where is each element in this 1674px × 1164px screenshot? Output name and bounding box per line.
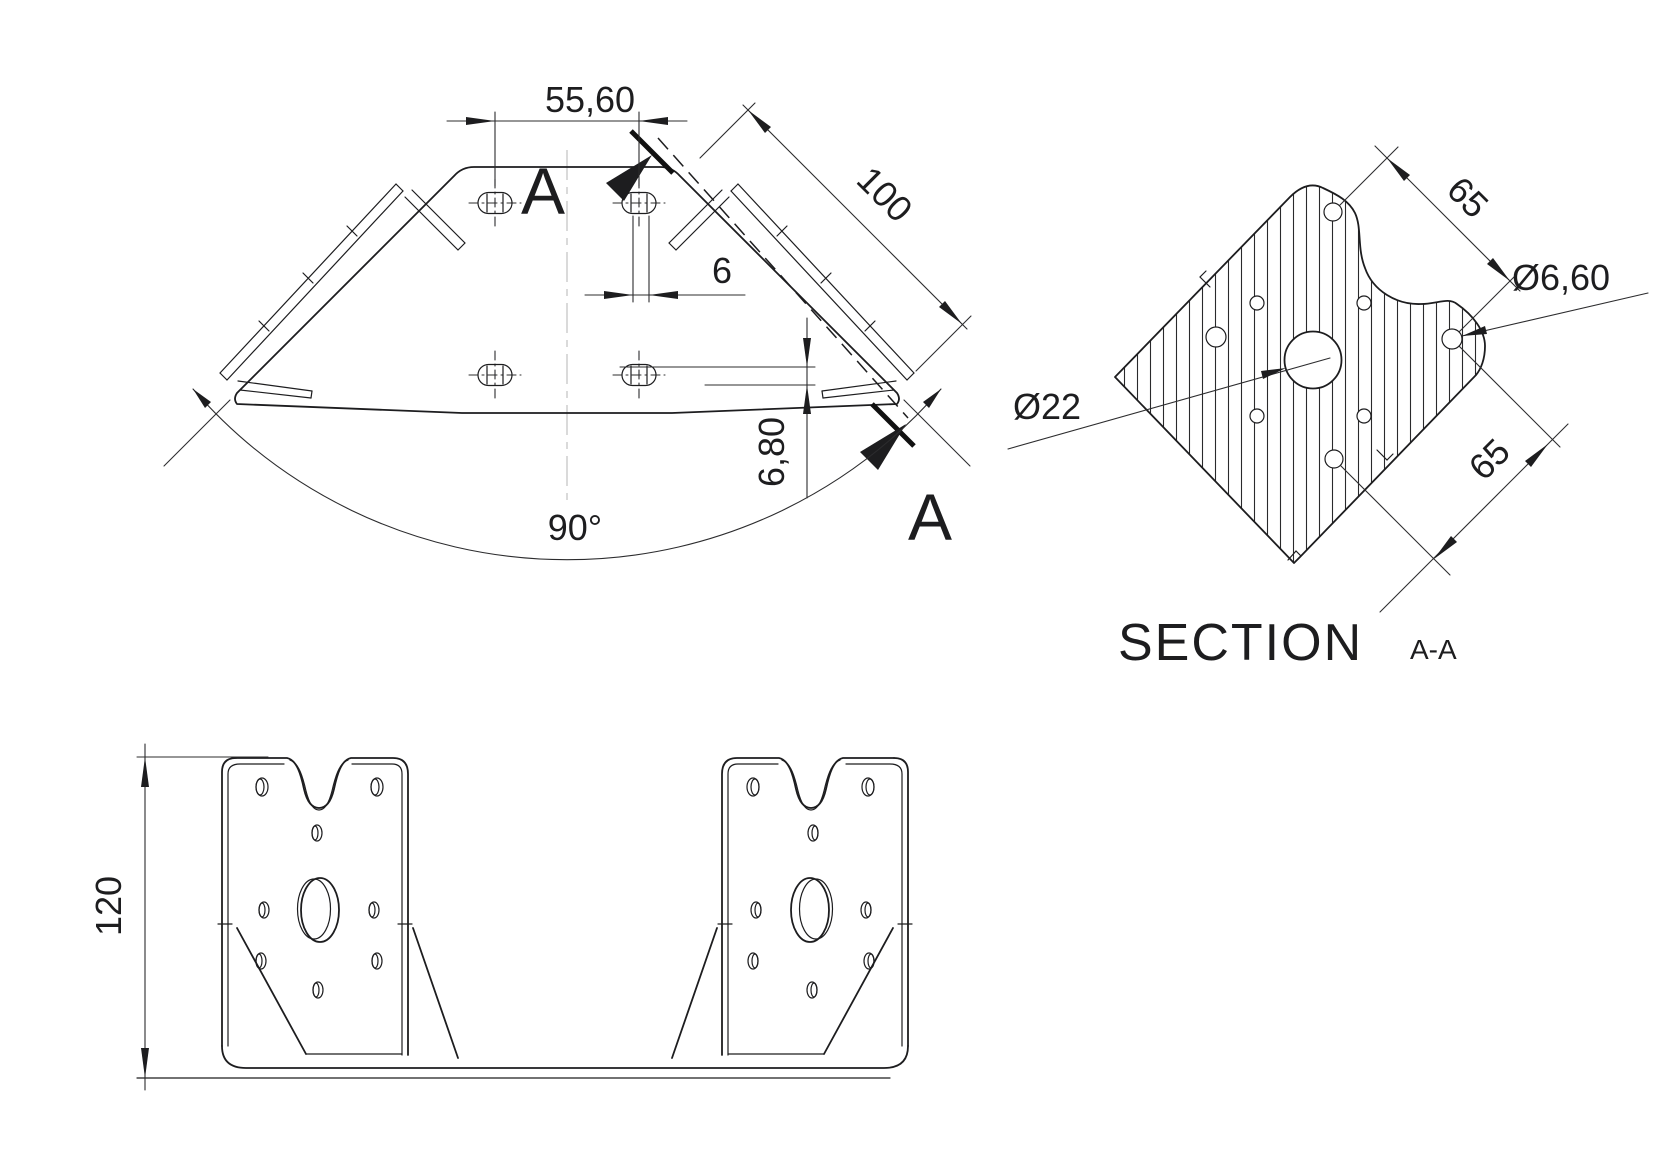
section-hatch (1115, 185, 1485, 563)
section-outline (1114, 184, 1486, 564)
small-hole (1441, 328, 1463, 350)
section-arrow-icon (860, 424, 906, 470)
dim-text-90deg: 90° (548, 507, 602, 548)
dim-bend-angle: 90° (163, 388, 971, 561)
right-flange-edge (668, 183, 915, 399)
base-plate (136, 1045, 909, 1079)
right-upright (671, 757, 913, 1059)
top-view-outline (234, 166, 900, 414)
section-label-a-bottom: A (908, 480, 952, 554)
bend-relief-nick (1199, 270, 1211, 288)
section-mark-end: A (860, 402, 952, 554)
section-label-a-top: A (521, 154, 565, 228)
dim-slot-spacing: 55,60 (446, 79, 688, 187)
dim-text-120: 120 (88, 876, 129, 936)
front-view: 120 (88, 743, 913, 1091)
dim-text-6-80: 6,80 (751, 417, 792, 487)
center-hole (1283, 330, 1343, 390)
dim-center-hole: Ø22 (1007, 357, 1331, 450)
left-upright (217, 757, 459, 1059)
dim-text-dia6-60: Ø6,60 (1512, 257, 1610, 298)
top-view: A A 55,60 6 (163, 79, 972, 561)
slot-bottom-right (612, 350, 666, 400)
section-title: SECTION (1118, 614, 1363, 672)
dim-overall-height: 120 (88, 743, 269, 1091)
dim-slot-width: 6 (584, 215, 746, 303)
dim-small-hole: Ø6,60 (1461, 257, 1649, 337)
section-subtitle: A-A (1410, 634, 1457, 665)
slot-bottom-left (468, 350, 522, 400)
dim-text-65-bottom: 65 (1461, 431, 1518, 488)
dim-flange-offset: 6,80 (619, 317, 816, 499)
dim-text-55-60: 55,60 (545, 79, 635, 120)
section-arrow-icon (606, 155, 652, 201)
left-flange-edge (219, 183, 466, 399)
dim-text-6: 6 (712, 250, 732, 291)
section-mark-start: A (521, 129, 675, 228)
dim-text-dia22: Ø22 (1013, 386, 1081, 427)
tip-notch (1287, 550, 1302, 561)
dim-text-65-top: 65 (1439, 169, 1496, 226)
bend-relief-nick (1376, 449, 1394, 461)
section-holes (1205, 202, 1463, 469)
dim-text-100: 100 (849, 158, 920, 229)
section-view: Ø22 65 Ø6,60 65 SECTION A-A (1007, 145, 1649, 672)
